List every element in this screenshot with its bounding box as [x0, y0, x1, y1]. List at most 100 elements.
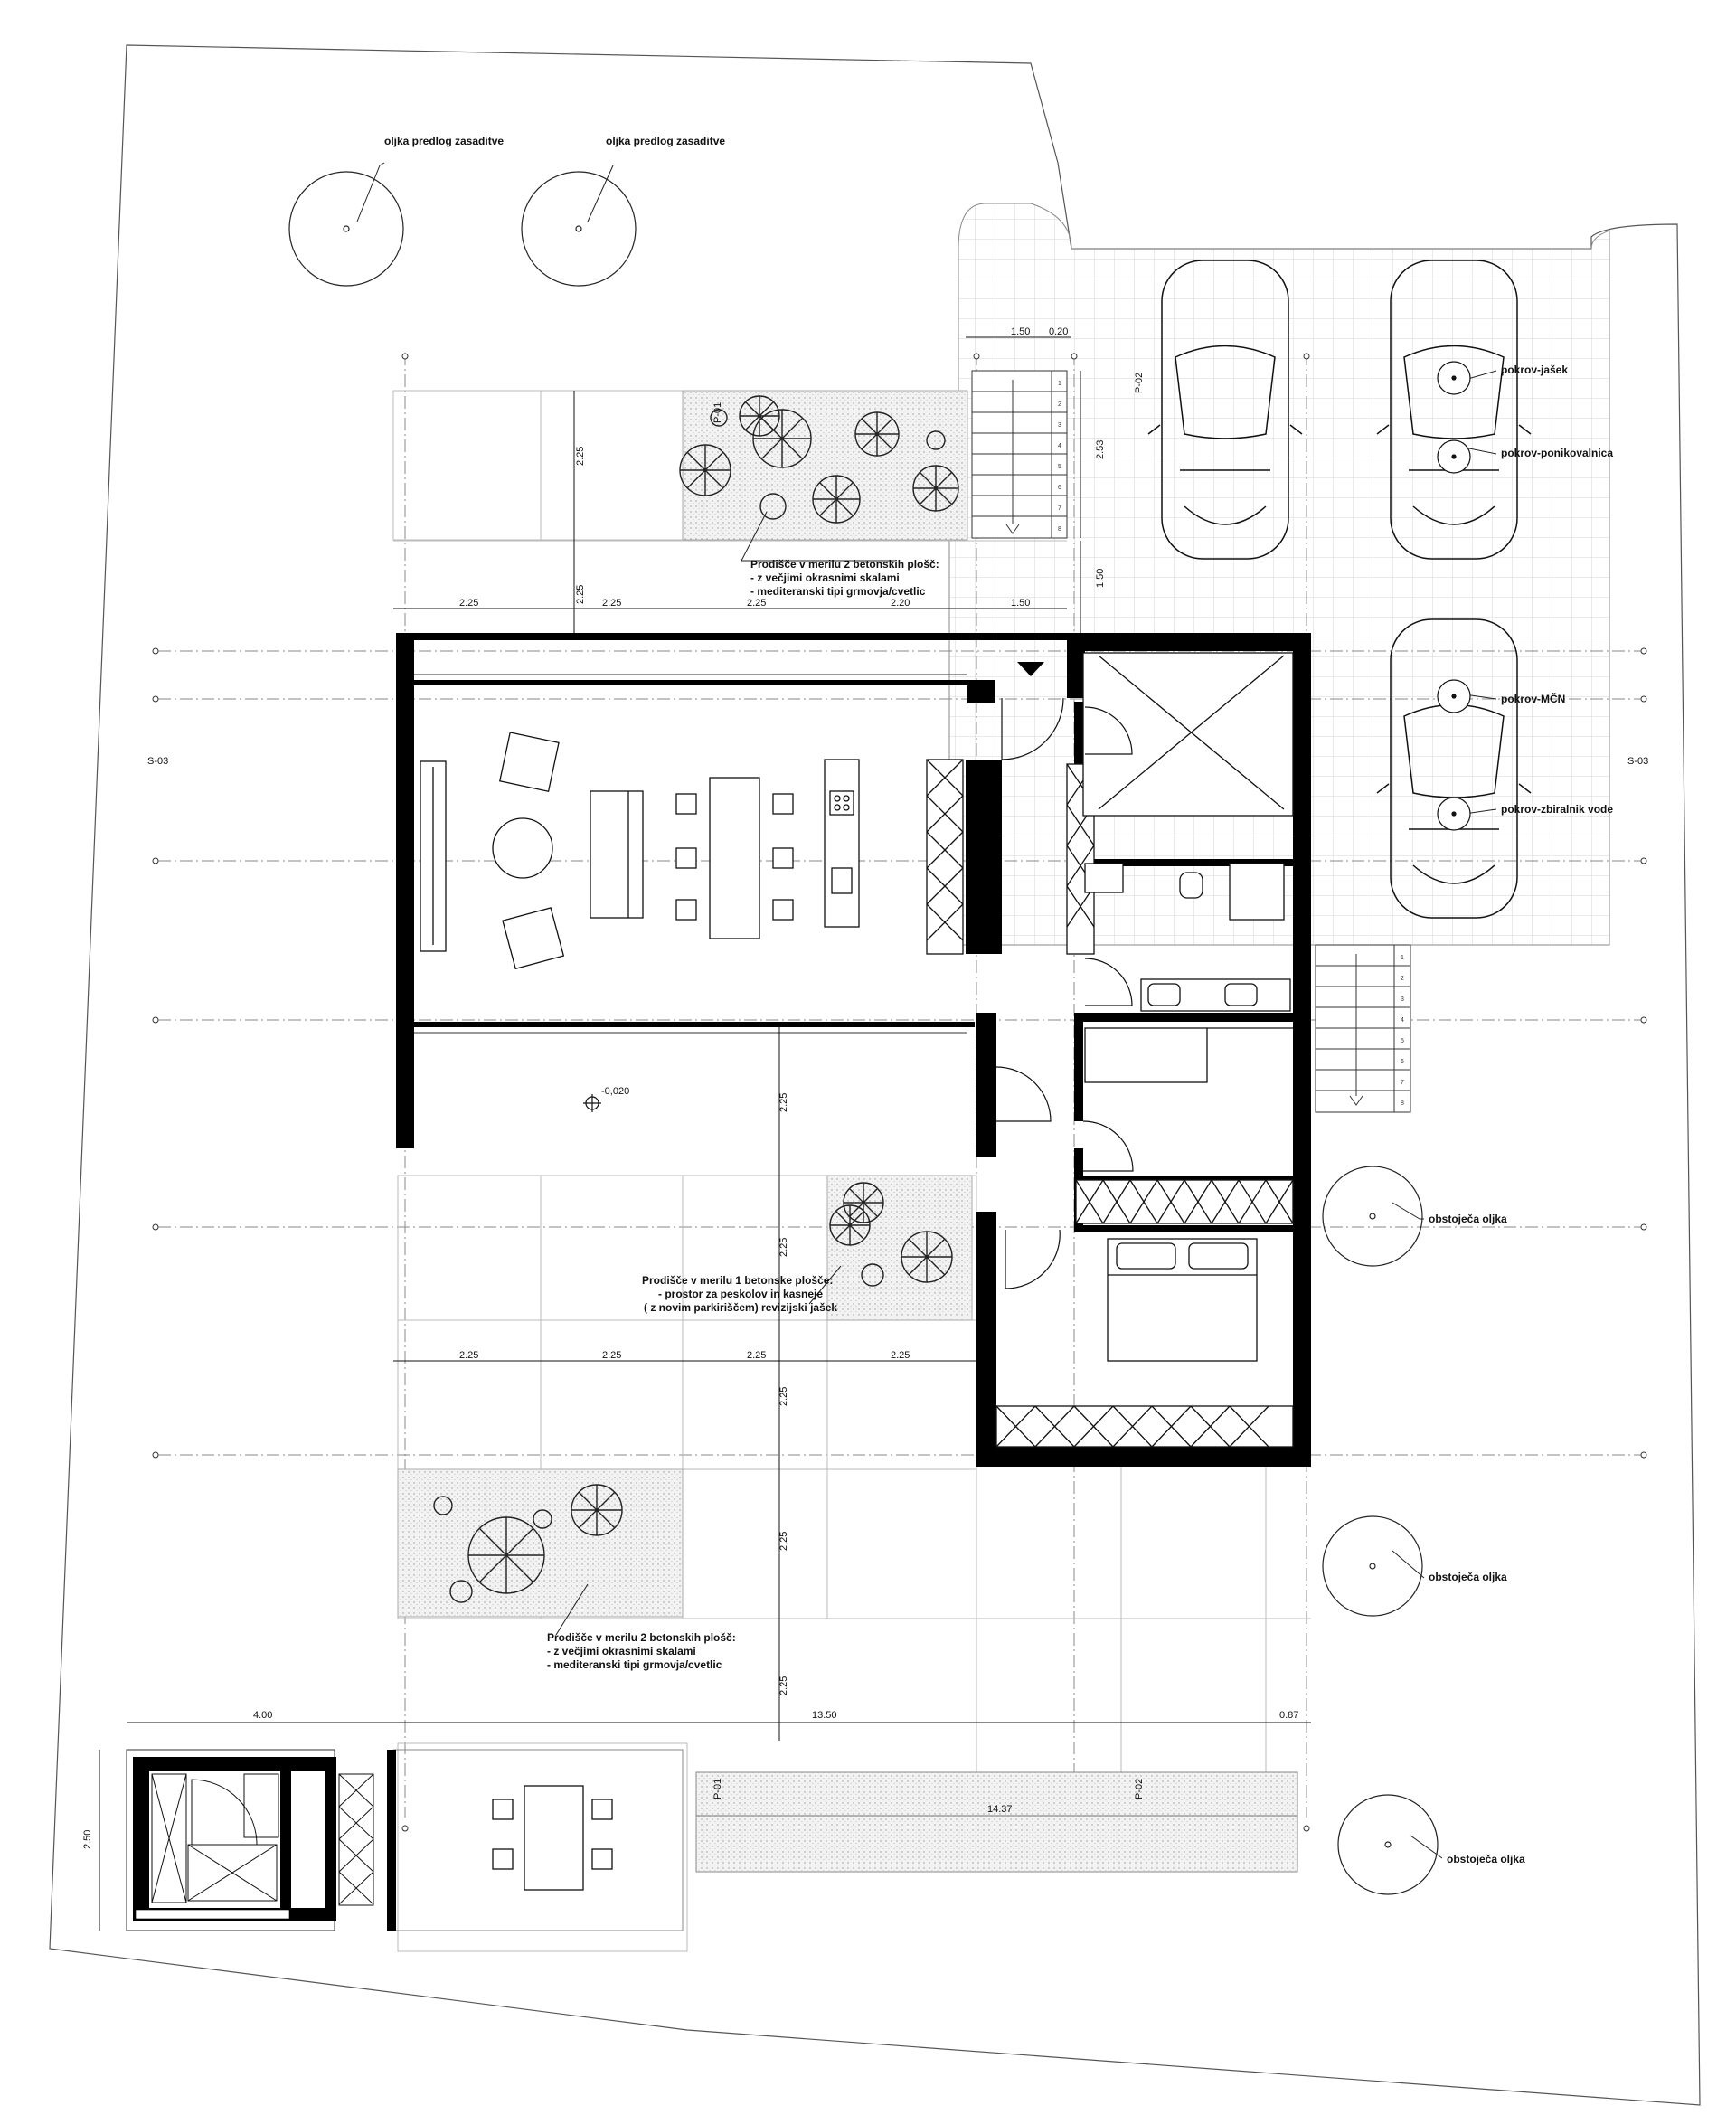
label-olive-existing-2: obstoječa oljka: [1429, 1571, 1507, 1583]
parking-area: [948, 203, 1610, 946]
dim-bottom-1: 4.00: [253, 1710, 272, 1721]
dim-top-1: 2.25: [459, 598, 478, 609]
bench-strip: [695, 1771, 1298, 1873]
note-middle-2: - prostor za peskolov in kasneje: [658, 1288, 823, 1300]
gravel-bed-middle: [826, 1175, 973, 1321]
svg-text:5: 5: [1401, 1038, 1404, 1044]
dim-top-5: 1.50: [1011, 598, 1030, 609]
svg-text:3: 3: [1058, 422, 1061, 429]
axis-markers: [152, 353, 1647, 1832]
label-olive-proposed-1: oljka predlog zasaditve: [384, 135, 504, 147]
dim-top-2: 2.25: [602, 598, 621, 609]
note-south-3: - mediteranski tipi grmovja/cvetlic: [547, 1658, 722, 1671]
label-olive-proposed-2: oljka predlog zasaditve: [606, 135, 725, 147]
manhole-covers: [1437, 361, 1471, 831]
olive-trees: [288, 171, 1439, 1895]
dim-garden-1: 2.25: [459, 1350, 478, 1361]
svg-text:8: 8: [1401, 1100, 1404, 1107]
svg-text:6: 6: [1401, 1059, 1404, 1065]
dim-right-v-5: 2.25: [778, 1676, 789, 1695]
dim-right-v-1: 2.25: [778, 1093, 789, 1112]
annex: [126, 1749, 684, 1931]
label-cover-shaft: pokrov-jašek: [1501, 364, 1568, 376]
dimension-lines: [99, 336, 1311, 1931]
dim-top-4: 2.20: [891, 598, 910, 609]
label-cover-tank: pokrov-zbiralnik vode: [1501, 803, 1613, 816]
shrub-group-middle: [829, 1182, 953, 1287]
labels: oljka predlog zasaditve oljka predlog za…: [82, 135, 1648, 1865]
svg-text:6: 6: [1058, 485, 1061, 491]
olive-existing-1: [1322, 1166, 1423, 1267]
section-p01-top: P-01: [712, 402, 723, 423]
olive-existing-2: [1322, 1515, 1423, 1617]
svg-text:2: 2: [1058, 401, 1061, 408]
note-north-2: - z večjimi okrasnimi skalami: [750, 571, 900, 584]
dim-bench: 14.37: [987, 1804, 1013, 1815]
svg-text:5: 5: [1058, 464, 1061, 470]
dim-right-v-4: 2.25: [778, 1532, 789, 1551]
shrub-group-south: [433, 1484, 623, 1603]
doors: [995, 697, 1134, 1289]
svg-text:1: 1: [1401, 955, 1404, 961]
label-olive-existing-3: obstoječa oljka: [1447, 1853, 1525, 1865]
stair-north: [971, 370, 1068, 539]
note-south-1: Prodišče v merilu 2 betonskih plošč:: [547, 1631, 736, 1644]
leader-lines: [356, 162, 1497, 1859]
dim-top-3: 2.25: [747, 598, 766, 609]
svg-text:3: 3: [1401, 996, 1404, 1003]
stair-numbers-east: 1 2 3 4 5 6 7 8: [1401, 955, 1404, 1107]
label-level: -0,020: [601, 1086, 629, 1097]
section-p02-bottom: P-02: [1134, 1779, 1145, 1799]
car-3: [1376, 618, 1532, 919]
entrance-marker: [1017, 662, 1044, 676]
shrub-group-north: [679, 395, 959, 524]
note-north-3: - mediteranski tipi grmovja/cvetlic: [750, 585, 926, 598]
furniture: [492, 732, 1293, 1891]
svg-text:7: 7: [1401, 1080, 1404, 1086]
dim-garden-3: 2.25: [747, 1350, 766, 1361]
note-middle-1: Prodišče v merilu 1 betonske plošče:: [642, 1274, 833, 1287]
dim-entry-v: 1.50: [1095, 569, 1106, 588]
note-south-2: - z večjimi okrasnimi skalami: [547, 1645, 696, 1657]
dim-garden-4: 2.25: [891, 1350, 910, 1361]
glazing: [414, 674, 967, 1034]
stair-east: [1315, 944, 1411, 1113]
car-1: [1147, 260, 1303, 560]
stair-numbers-north: 1 2 3 4 5 6 7 8: [1058, 381, 1061, 533]
built-in-storage: [420, 652, 1294, 1448]
dim-stair-v: 2.53: [1095, 440, 1106, 459]
building-walls: [396, 633, 1311, 1467]
dim-right-v-3: 2.25: [778, 1387, 789, 1406]
label-cover-mcn: pokrov-MČN: [1501, 692, 1565, 705]
dim-right-v-2: 2.25: [778, 1238, 789, 1257]
dim-garden-2: 2.25: [602, 1350, 621, 1361]
svg-text:4: 4: [1058, 443, 1061, 449]
olive-existing-3: [1337, 1794, 1439, 1895]
dim-stair-top-1: 1.50: [1011, 326, 1030, 337]
section-s03-left: S-03: [147, 756, 168, 767]
dim-north-plot-v: 2.25: [575, 447, 586, 466]
dim-bottom-3: 0.87: [1279, 1710, 1298, 1721]
svg-text:1: 1: [1058, 381, 1061, 387]
dim-annex-v: 2.50: [82, 1830, 93, 1849]
section-s03-right: S-03: [1628, 756, 1648, 767]
svg-text:8: 8: [1058, 526, 1061, 533]
dim-north-small-v: 2.25: [575, 585, 586, 604]
section-p02-top: P-02: [1134, 373, 1145, 393]
car-2: [1376, 260, 1532, 560]
svg-text:2: 2: [1401, 976, 1404, 982]
svg-text:7: 7: [1058, 505, 1061, 512]
gravel-bed-south: [397, 1468, 684, 1618]
section-p01-bottom: P-01: [712, 1779, 723, 1799]
olive-proposed-1: [288, 171, 404, 287]
svg-text:4: 4: [1401, 1017, 1404, 1024]
label-cover-soakaway: pokrov-ponikovalnica: [1501, 447, 1613, 459]
dim-stair-top-2: 0.20: [1049, 326, 1068, 337]
level-marker: [583, 1094, 601, 1112]
note-north-1: Prodišče v merilu 2 betonskih plošč:: [750, 558, 939, 571]
olive-proposed-2: [521, 171, 637, 287]
dim-bottom-2: 13.50: [812, 1710, 837, 1721]
note-middle-3: ( z novim parkiriščem) revizijski jašek: [644, 1301, 837, 1314]
label-olive-existing-1: obstoječa oljka: [1429, 1213, 1507, 1225]
